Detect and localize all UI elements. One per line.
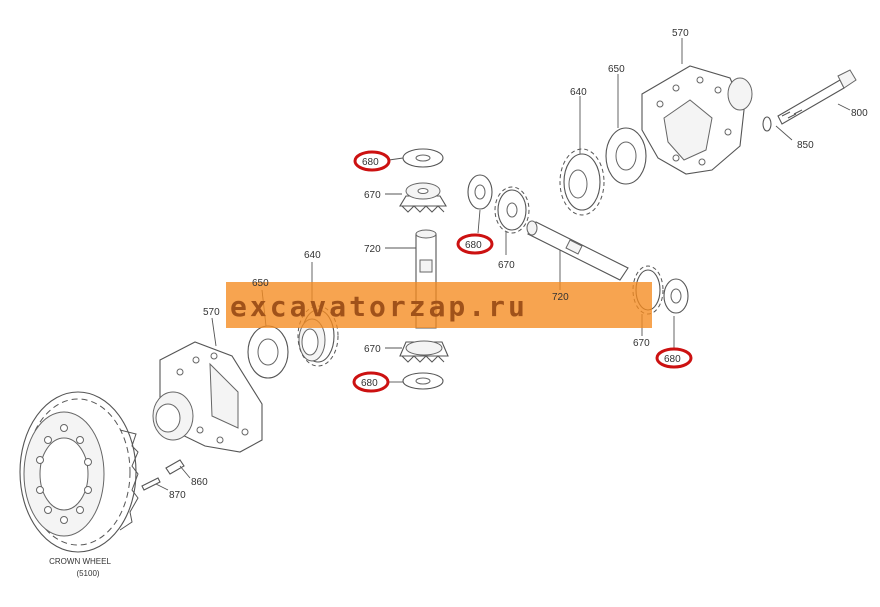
crown-wheel: [19, 391, 139, 553]
part-labels: 570 650 640 800 850 670 720 670 720 670 …: [169, 28, 868, 501]
pin-860: [165, 459, 185, 475]
label-washer-right: 680: [664, 354, 681, 365]
label-pinion-lower: 670: [364, 344, 381, 355]
label-bolt: 800: [851, 108, 868, 119]
differential-housing-right: [641, 65, 753, 175]
highlight-washer-bottom: 680: [352, 371, 390, 393]
thrust-washer-right: [605, 127, 647, 185]
label-side-gear-left: 640: [304, 250, 321, 261]
thrust-washer-left: [247, 325, 289, 379]
washer-680-top: [402, 148, 444, 168]
crown-wheel-bolt-holes: [36, 424, 92, 524]
highlight-washer-right: 680: [655, 347, 693, 369]
pinion-gear-670-lower: [399, 340, 449, 363]
washer-680-right: [663, 278, 689, 314]
side-gear-right: [559, 148, 605, 216]
label-pinion-right: 670: [633, 338, 650, 349]
watermark-text: excavatorzap.ru: [230, 290, 528, 323]
label-thrust-washer-left: 650: [252, 278, 269, 289]
pin-870: [141, 477, 161, 491]
differential-housing-left: [152, 341, 263, 453]
highlighted-labels: 680 680 680 680: [352, 150, 693, 393]
label-pinion-top: 670: [364, 190, 381, 201]
label-thrust-washer-right: 650: [608, 64, 625, 75]
label-side-gear-right: 640: [570, 87, 587, 98]
watermark-banner: excavatorzap.ru: [226, 282, 652, 328]
highlight-washer-top: 680: [353, 150, 391, 172]
spider-shaft-720-cross: [526, 220, 629, 281]
label-washer-bottom: 680: [361, 378, 378, 389]
pinion-gear-670-upper-mid: [494, 186, 530, 234]
crown-wheel-code: (5100): [76, 569, 99, 578]
bolt-800: [777, 69, 857, 125]
crown-wheel-caption: CROWN WHEEL (5100): [49, 557, 111, 578]
pinion-gear-670-top: [399, 182, 447, 213]
washer-680-mid: [467, 174, 493, 210]
label-spider-shaft-cross: 720: [552, 292, 569, 303]
washer-680-bottom: [402, 372, 444, 390]
crown-wheel-name: CROWN WHEEL: [49, 557, 111, 566]
label-pin-large: 860: [191, 477, 208, 488]
highlight-washer-mid: 680: [456, 233, 494, 255]
label-housing-right: 570: [672, 28, 689, 39]
label-washer-top: 680: [362, 157, 379, 168]
washer-850: [762, 116, 772, 132]
label-pinion-upper-mid: 670: [498, 260, 515, 271]
label-spider-shaft-long: 720: [364, 244, 381, 255]
label-housing-left: 570: [203, 307, 220, 318]
label-pin-small: 870: [169, 490, 186, 501]
label-washer-mid: 680: [465, 240, 482, 251]
label-washer-850: 850: [797, 140, 814, 151]
